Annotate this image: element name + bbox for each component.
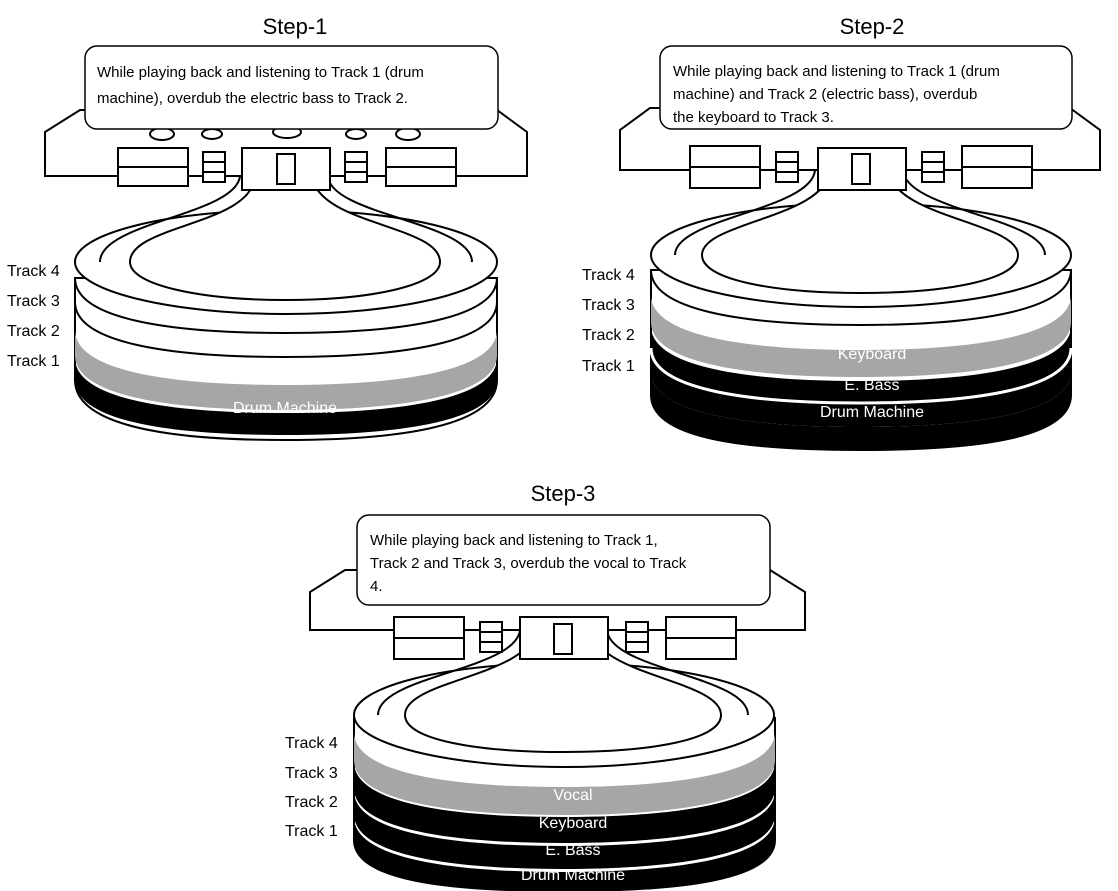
step-2-title: Step-2 [840,14,905,39]
step-3-band-track-3 [354,762,775,843]
step-1-caption: While playing back and listening to Trac… [97,64,428,107]
step-2-caption: While playing back and listening to Trac… [673,63,1004,126]
step-3-band-track-2 [354,791,775,869]
step-3-panel: Step-3 [285,481,806,891]
step-2-tape-reel [649,169,1073,452]
step-1-band-track-2 [75,330,497,410]
step-2-caption-line-2: machine) and Track 2 (electric bass), ov… [673,86,977,103]
step-2-band-label-ebass: E. Bass [844,377,899,394]
step-3-tape-reel [353,629,776,891]
step-2-track-label-1: Track 1 [582,358,635,375]
step-3-caption-box [356,514,771,606]
step-3-band-track-4 [354,732,775,815]
step-1-caption-line-2: machine), overdub the electric bass to T… [97,90,408,107]
step-3-track-label-4: Track 4 [285,735,338,752]
step-2-track-label-4: Track 4 [582,267,635,284]
step-3-caption: While playing back and listening to Trac… [370,532,690,595]
step-1-band-track-1 [75,358,497,435]
step-3-track-label-3: Track 3 [285,765,338,782]
step-2-panel: Step-2 [582,14,1101,452]
step-1-track-label-1: Track 1 [7,353,60,370]
step-3-caption-line-3: 4. [370,578,383,595]
step-3-caption-line-2: Track 2 and Track 3, overdub the vocal t… [370,555,687,572]
step-3-caption-line-1: While playing back and listening to Trac… [370,532,658,549]
step-2-track-label-2: Track 2 [582,327,635,344]
step-1-band-label-ebass: E. Bass [257,371,312,388]
step-3-track-label-2: Track 2 [285,794,338,811]
step-1-panel: Step-1 [7,14,528,442]
step-1-track-label-4: Track 4 [7,263,60,280]
step-2-caption-line-1: While playing back and listening to Trac… [673,63,1000,80]
step-2-band-track-1 [651,372,1071,450]
step-2-caption-line-3: the keyboard to Track 3. [673,109,834,126]
step-3-band-label-vocal: Vocal [553,787,592,804]
step-3-band-label-drum-machine: Drum Machine [521,867,625,884]
step-1-band-label-drum-machine: Drum Machine [233,400,337,417]
step-2-band-track-3 [651,295,1071,377]
step-2-band-label-drum-machine: Drum Machine [820,404,924,421]
step-1-caption-box [84,45,499,130]
step-3-track-label-1: Track 1 [285,823,338,840]
step-1-caption-line-1: While playing back and listening to Trac… [97,64,424,81]
step-2-band-track-2 [651,326,1071,427]
step-3-band-label-keyboard: Keyboard [539,815,608,832]
step-1-title: Step-1 [263,14,328,39]
step-1-tape-reel [74,175,498,442]
step-2-caption-box [659,45,1073,130]
step-3-band-label-ebass: E. Bass [545,842,600,859]
step-2-band-label-keyboard: Keyboard [838,346,907,363]
step-2-track-label-3: Track 3 [582,297,635,314]
step-3-title: Step-3 [531,481,596,506]
step-3-band-track-1 [354,817,775,891]
step-1-track-label-2: Track 2 [7,323,60,340]
step-1-track-label-3: Track 3 [7,293,60,310]
